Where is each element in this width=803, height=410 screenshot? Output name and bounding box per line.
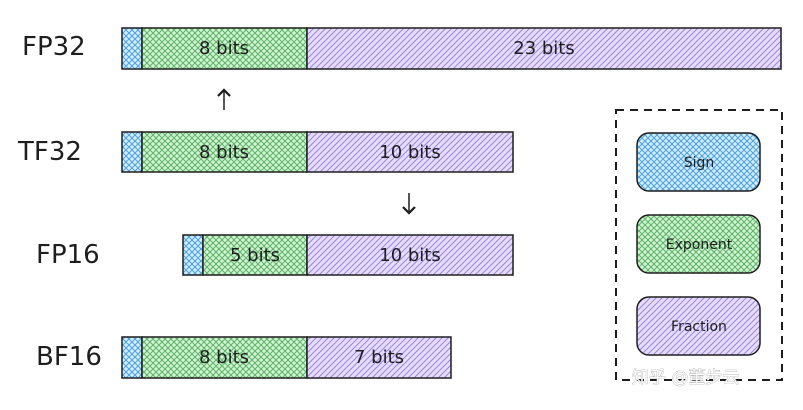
fraction-segment: [306, 336, 452, 379]
row-fp32: FP32 8 bits 23 bits: [22, 27, 782, 70]
legend: Sign Exponent Fraction: [615, 109, 783, 381]
fraction-bits-label: 10 bits: [379, 245, 441, 266]
legend-label-fraction: Fraction: [671, 319, 727, 335]
legend-border: [615, 109, 783, 381]
legend-swatch-sign: [636, 132, 761, 192]
format-label-tf32: TF32: [17, 137, 82, 167]
exponent-segment: [141, 131, 308, 173]
watermark: 知乎 @董步云: [632, 368, 739, 388]
row-fp16: FP16 5 bits 10 bits: [36, 234, 514, 276]
fraction-bits-label: 23 bits: [513, 38, 575, 59]
legend-swatch-exponent: [636, 214, 761, 274]
format-label-fp32: FP32: [22, 32, 86, 62]
row-bf16: BF16 8 bits 7 bits: [36, 336, 452, 379]
exponent-segment: [141, 336, 308, 379]
exponent-segment: [141, 27, 308, 70]
fraction-bits-label: 7 bits: [354, 347, 404, 368]
sign-segment: [121, 131, 143, 173]
legend-swatch-fraction: [636, 296, 761, 356]
format-label-fp16: FP16: [36, 240, 100, 270]
fraction-segment: [306, 131, 514, 173]
legend-label-sign: Sign: [684, 155, 715, 171]
legend-label-exponent: Exponent: [666, 237, 733, 253]
exponent-bits-label: 8 bits: [199, 38, 249, 59]
exponent-bits-label: 5 bits: [230, 245, 280, 266]
fraction-bits-label: 10 bits: [379, 142, 441, 163]
exponent-bits-label: 8 bits: [199, 347, 249, 368]
fraction-segment: [306, 27, 782, 70]
exponent-bits-label: 8 bits: [199, 142, 249, 163]
fraction-segment: [306, 234, 514, 276]
format-label-bf16: BF16: [36, 342, 102, 372]
row-tf32: TF32 8 bits 10 bits: [17, 131, 514, 173]
sign-segment: [121, 336, 143, 379]
sign-segment: [182, 234, 204, 276]
sign-segment: [121, 27, 143, 70]
